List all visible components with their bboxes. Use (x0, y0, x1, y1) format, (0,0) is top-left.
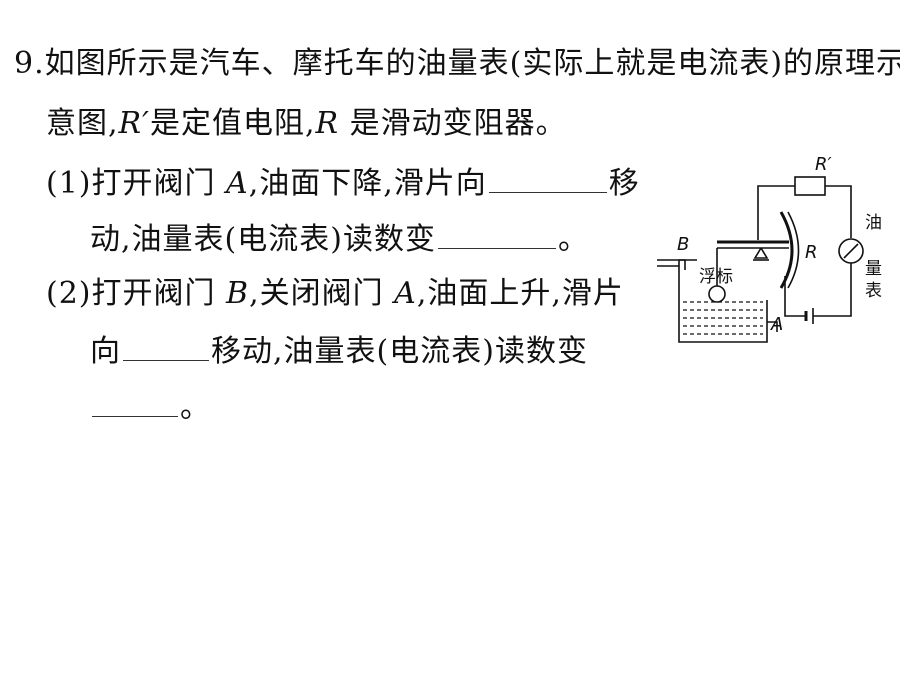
meter-char-2: 量 (865, 259, 882, 279)
wire-right-top (825, 185, 852, 238)
question-number: 9. (14, 46, 45, 81)
stem-line-1: 9.如图所示是汽车、摩托车的油量表(实际上就是电流表)的原理示 (14, 44, 900, 84)
float-icon (708, 285, 726, 303)
wire-right-bottom (813, 263, 852, 317)
oil-surface (683, 301, 763, 335)
valve-a-symbol: A (226, 166, 249, 201)
part2-text-d: 向 (90, 334, 121, 369)
sliding-resistor-edge (787, 211, 800, 289)
part2-text-a: 打开阀门 (91, 276, 227, 311)
part2-line-1: (2)打开阀门 B,关闭阀门 A,油面上升,滑片 (46, 274, 624, 314)
r-symbol: R (315, 106, 340, 141)
part2-label: (2) (46, 276, 92, 311)
part1-text-c: 移 (608, 166, 640, 201)
part2-line-3: 。 (90, 386, 211, 428)
fixed-resistor (794, 176, 826, 196)
label-float: 浮标 (699, 267, 733, 287)
inlet-pipe-b (657, 259, 686, 270)
part1-line-2: 动,油量表(电流表)读数变 。 (90, 218, 589, 260)
part2-line-2: 向 移动,油量表(电流表)读数变 (90, 330, 588, 372)
stem-text-2b: 是定值电阻, (149, 106, 316, 141)
label-r-prime: R′ (815, 154, 832, 175)
stem-line-2: 意图,R′是定值电阻,R 是滑动变阻器。 (46, 104, 567, 144)
meter-char-1: 油 (865, 213, 882, 233)
label-a: A (770, 314, 783, 335)
part2-blank-reading[interactable] (92, 386, 178, 417)
oil-tank (678, 260, 768, 343)
part1-blank-direction[interactable] (488, 162, 607, 193)
pivot (753, 247, 769, 259)
part1-text-b: ,油面下降,滑片向 (248, 166, 487, 201)
meter-char-3: 表 (865, 281, 882, 301)
ammeter-needle (843, 243, 859, 259)
r-prime-symbol: R′ (118, 106, 150, 141)
outlet-pipe-a (767, 321, 778, 332)
valve-b-symbol: B (226, 276, 250, 311)
part1-label: (1) (46, 166, 92, 201)
wire-to-resistor (784, 276, 806, 317)
part1-line-1: (1)打开阀门 A,油面下降,滑片向 移 (46, 162, 640, 204)
stem-text-2a: 意图, (46, 106, 119, 141)
label-r: R (805, 242, 818, 263)
part1-blank-reading[interactable] (437, 218, 556, 249)
part2-text-c: ,油面上升,滑片 (416, 276, 624, 311)
part2-blank-direction[interactable] (123, 330, 209, 361)
wire-left-up (757, 185, 795, 240)
part2-text-e: 移动,油量表(电流表)读数变 (211, 334, 588, 369)
part2-text-b: ,关闭阀门 (249, 276, 395, 311)
part1-period: 。 (557, 222, 589, 257)
valve-a-symbol-2: A (394, 276, 417, 311)
label-b: B (677, 234, 689, 255)
stem-text-1: 如图所示是汽车、摩托车的油量表(实际上就是电流表)的原理示 (44, 46, 900, 81)
part1-text-d: 动,油量表(电流表)读数变 (90, 222, 436, 257)
sliding-resistor (779, 211, 794, 289)
part2-period: 。 (180, 390, 211, 425)
stem-text-2c: 是滑动变阻器。 (339, 106, 567, 141)
fuel-gauge-diagram: R′ R B A 浮标 油 量 表 (657, 154, 882, 343)
part1-text-a: 打开阀门 (91, 166, 227, 201)
